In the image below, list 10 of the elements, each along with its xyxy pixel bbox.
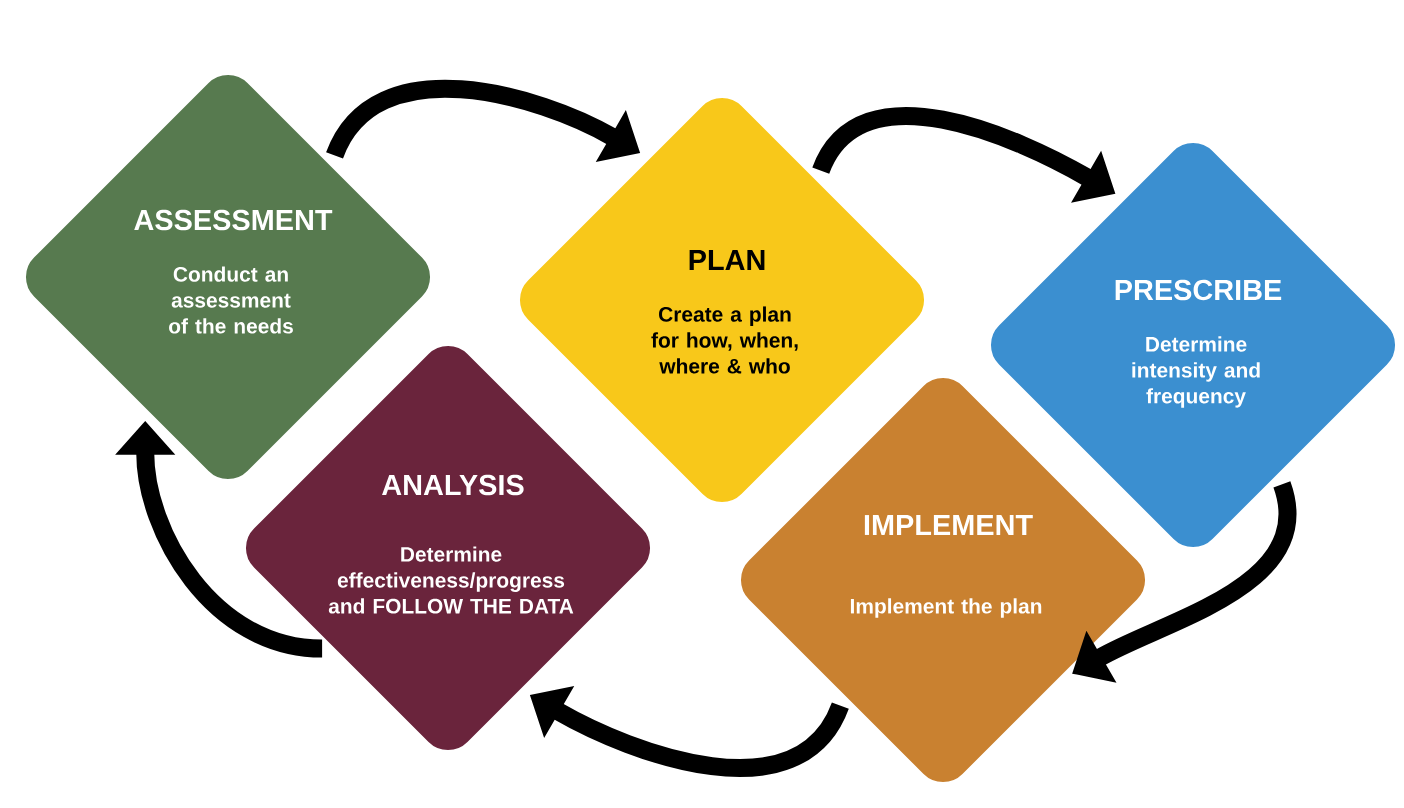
step-title: PRESCRIBE [1115, 279, 1282, 301]
step-title: ASSESSMENT [134, 209, 333, 231]
step-title: ANALYSIS [382, 474, 524, 496]
step-description: Conduct an assessment of the needs [169, 266, 293, 334]
step-description: Implement the plan [850, 598, 1042, 618]
step-title: PLAN [689, 250, 765, 270]
step-description: Determine effectiveness/progress and FOLLOW THE DATA [328, 546, 574, 614]
step-description: Create a plan for how, when, where & who [651, 306, 798, 374]
step-description: Determine intensity and frequency [1132, 336, 1260, 408]
step-title: IMPLEMENT [864, 515, 1033, 535]
